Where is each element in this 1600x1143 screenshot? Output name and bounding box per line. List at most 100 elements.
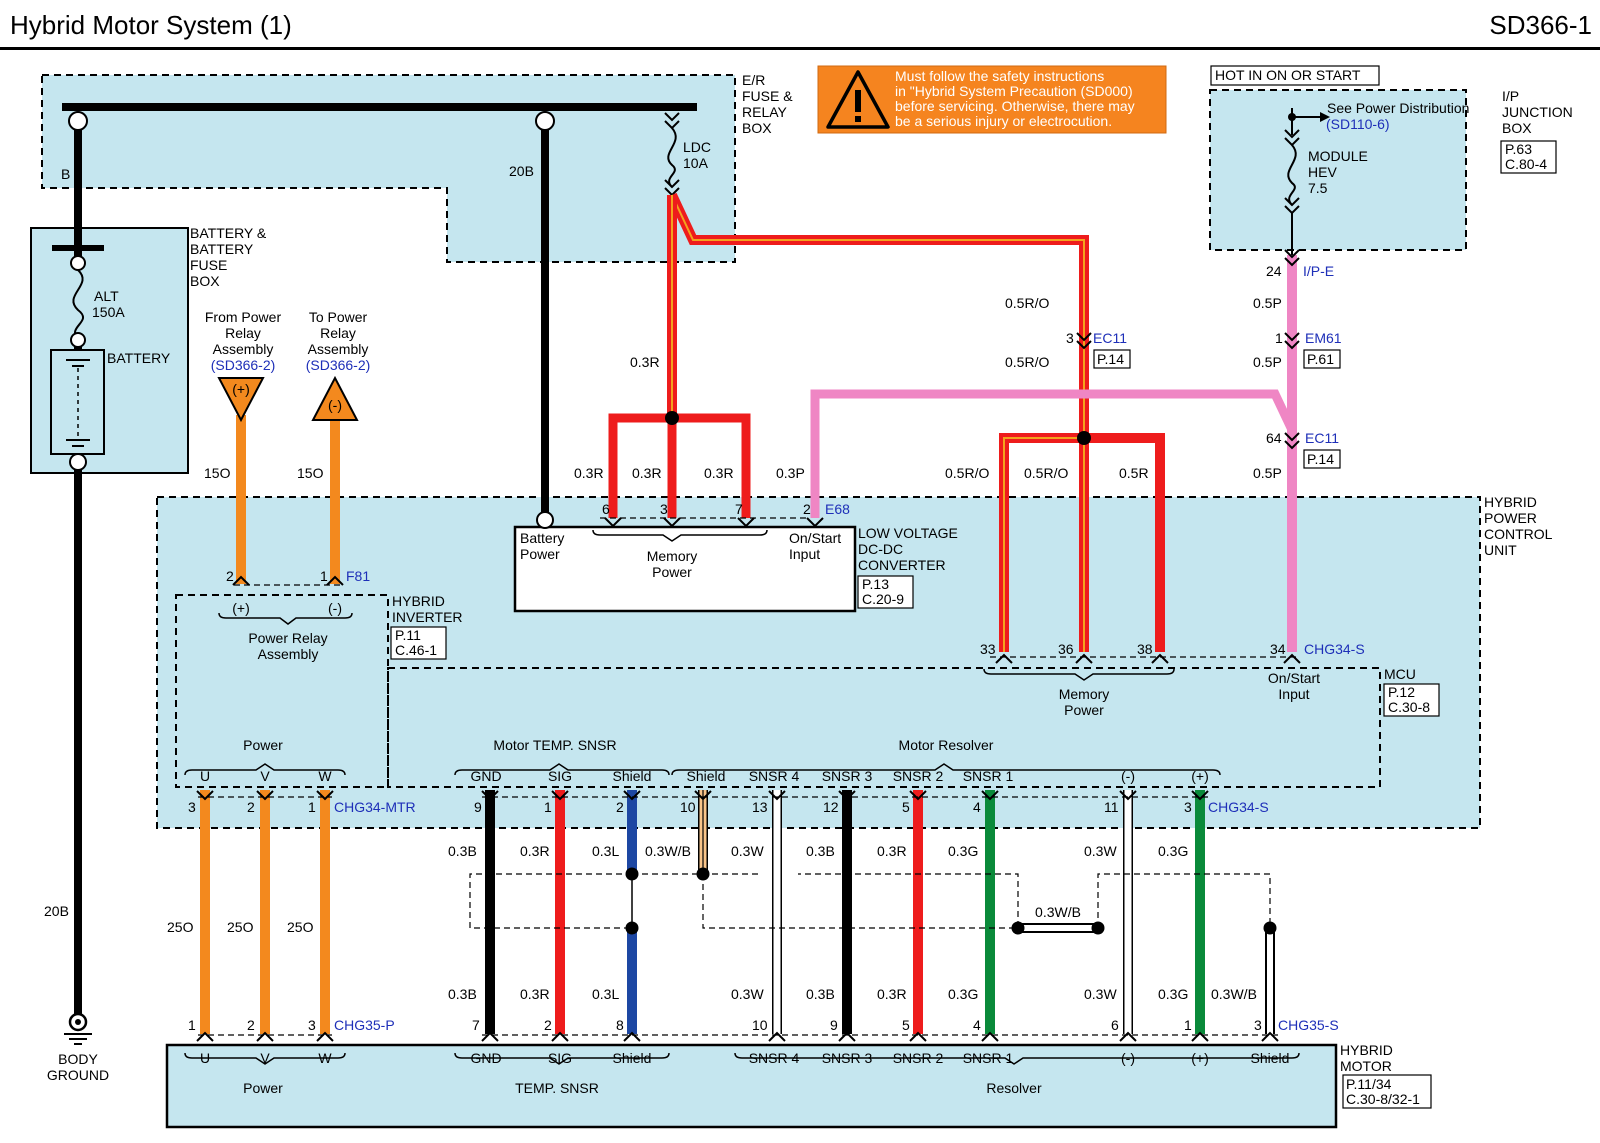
connector-chg34s[interactable]: CHG34-S: [1304, 641, 1365, 657]
terminal-label: Shield: [613, 1050, 652, 1066]
group-label: Power: [243, 737, 283, 753]
connector-chg34mtr[interactable]: CHG34-MTR: [334, 799, 416, 815]
battery-box-label: FUSE: [190, 257, 227, 273]
to-relay-link[interactable]: (SD366-2): [306, 357, 371, 373]
pin-number: 2: [247, 1017, 255, 1033]
wire-label: 0.3R: [632, 465, 662, 481]
hpcu-label: HYBRID: [1484, 494, 1537, 510]
ldc-box: [513, 525, 857, 613]
pin-number: 2: [226, 568, 234, 584]
terminal-label: SIG: [548, 1050, 572, 1066]
connector-ec11[interactable]: EC11: [1305, 430, 1339, 446]
warning-line: be a serious injury or electrocution.: [895, 113, 1112, 129]
ldc-terminal-label: Power: [652, 564, 692, 580]
terminal-label: GND: [470, 768, 501, 784]
relay-assembly-label: Power Relay: [248, 630, 327, 646]
from-relay-link[interactable]: (SD366-2): [211, 357, 276, 373]
inverter-ref: C.46-1: [395, 642, 437, 658]
pin-number: 2: [803, 501, 811, 517]
to-relay-label: Assembly: [308, 341, 369, 357]
connector-ref: P.61: [1307, 351, 1334, 367]
pin-number: 1: [1275, 330, 1283, 346]
terminal-label: W: [318, 1050, 332, 1066]
ip-junction-label: JUNCTION: [1502, 104, 1573, 120]
pin-number: 10: [680, 799, 696, 815]
pin-number: 1: [308, 799, 316, 815]
er-bus-bar: [62, 103, 697, 111]
from-relay-label: From Power: [205, 309, 282, 325]
pin-number: 8: [616, 1017, 624, 1033]
group-label: Resolver: [986, 1080, 1042, 1096]
connector-ec11[interactable]: EC11: [1093, 330, 1127, 346]
terminal-label: SNSR 3: [822, 1050, 873, 1066]
wire-label: 15O: [204, 465, 231, 481]
mcu-ref: C.30-8: [1388, 699, 1430, 715]
connector-chg35p[interactable]: CHG35-P: [334, 1017, 395, 1033]
see-power-link[interactable]: (SD110-6): [1326, 116, 1390, 132]
terminal-label: V: [260, 768, 270, 784]
connector-ref: P.14: [1097, 351, 1124, 367]
mcu-terminal-label: Memory: [1059, 686, 1110, 702]
wire-label: 0.3W: [731, 986, 764, 1002]
pin-number: 10: [752, 1017, 768, 1033]
wire-label: 0.3W: [1084, 843, 1117, 859]
ip-junction-box: [1209, 89, 1467, 251]
pin-number: 3: [660, 501, 668, 517]
connector-chg35s[interactable]: CHG35-S: [1278, 1017, 1339, 1033]
terminal-label: SNSR 1: [963, 1050, 1014, 1066]
connector-e68[interactable]: E68: [825, 501, 850, 517]
terminal-label: SNSR 4: [749, 1050, 800, 1066]
pin-number: 1: [188, 1017, 196, 1033]
terminal-label: U: [200, 1050, 210, 1066]
from-relay-triangle-icon: [217, 377, 265, 423]
pin-number: 11: [1104, 799, 1119, 815]
group-label: TEMP. SNSR: [515, 1080, 599, 1096]
hpcu-label: POWER: [1484, 510, 1537, 526]
hot-label: HOT IN ON OR START: [1215, 67, 1361, 83]
wire-label: 0.5R/O: [1005, 295, 1049, 311]
pin-number: 1: [320, 568, 328, 584]
wire-label: 0.3W: [731, 843, 764, 859]
ldc-terminal-label: Memory: [647, 548, 698, 564]
mcu-label: MCU: [1384, 666, 1416, 682]
ip-junction-label: BOX: [1502, 120, 1532, 136]
warning-line: in "Hybrid System Precaution (SD000): [895, 83, 1133, 99]
wire-label: 25O: [227, 919, 254, 935]
wire-label: B: [61, 166, 70, 182]
page-header: Hybrid Motor System (1) SD366-1: [0, 0, 1600, 50]
pin-number: 2: [544, 1017, 552, 1033]
terminal-label: GND: [470, 1050, 501, 1066]
wire-03p-ldc: [810, 389, 1297, 518]
wire-03r-ldc-memory: [608, 413, 751, 518]
pin-number: 4: [973, 1017, 981, 1033]
wire-label: 0.3G: [948, 843, 978, 859]
alt-fuse-label: ALT: [94, 288, 119, 304]
pin-number: 3: [188, 799, 196, 815]
from-relay-label: Relay: [225, 325, 261, 341]
pin-number: 5: [902, 1017, 910, 1033]
connector-ipe[interactable]: I/P-E: [1303, 263, 1334, 279]
to-relay-label: To Power: [309, 309, 368, 325]
module-fuse-label: HEV: [1308, 164, 1337, 180]
wire-label: 0.3R: [520, 986, 550, 1002]
wire-label: 20B: [44, 903, 69, 919]
connector-chg34s[interactable]: CHG34-S: [1208, 799, 1269, 815]
wire-label: 0.3B: [448, 843, 477, 859]
ldc-terminal-label: Power: [520, 546, 560, 562]
battery-box-label: BATTERY &: [190, 225, 267, 241]
wire-label: 0.3G: [1158, 986, 1188, 1002]
ldc-label: LOW VOLTAGE: [858, 525, 958, 541]
motor-label: MOTOR: [1340, 1058, 1392, 1074]
shield-dashed-loops: [469, 873, 1271, 929]
battery-bus: [52, 245, 104, 251]
connector-em61[interactable]: EM61: [1305, 330, 1342, 346]
ldc-ref: P.13: [862, 576, 889, 592]
safety-warning: Must follow the safety instructions in "…: [817, 65, 1167, 134]
wire-label: 0.3L: [592, 843, 619, 859]
er-fuse-label: RELAY: [742, 104, 788, 120]
terminal-label: SNSR 4: [749, 768, 800, 784]
connector-f81[interactable]: F81: [346, 568, 370, 584]
pin-number: 3: [1184, 799, 1192, 815]
ldc-label: CONVERTER: [858, 557, 946, 573]
terminal-label: Shield: [687, 768, 726, 784]
